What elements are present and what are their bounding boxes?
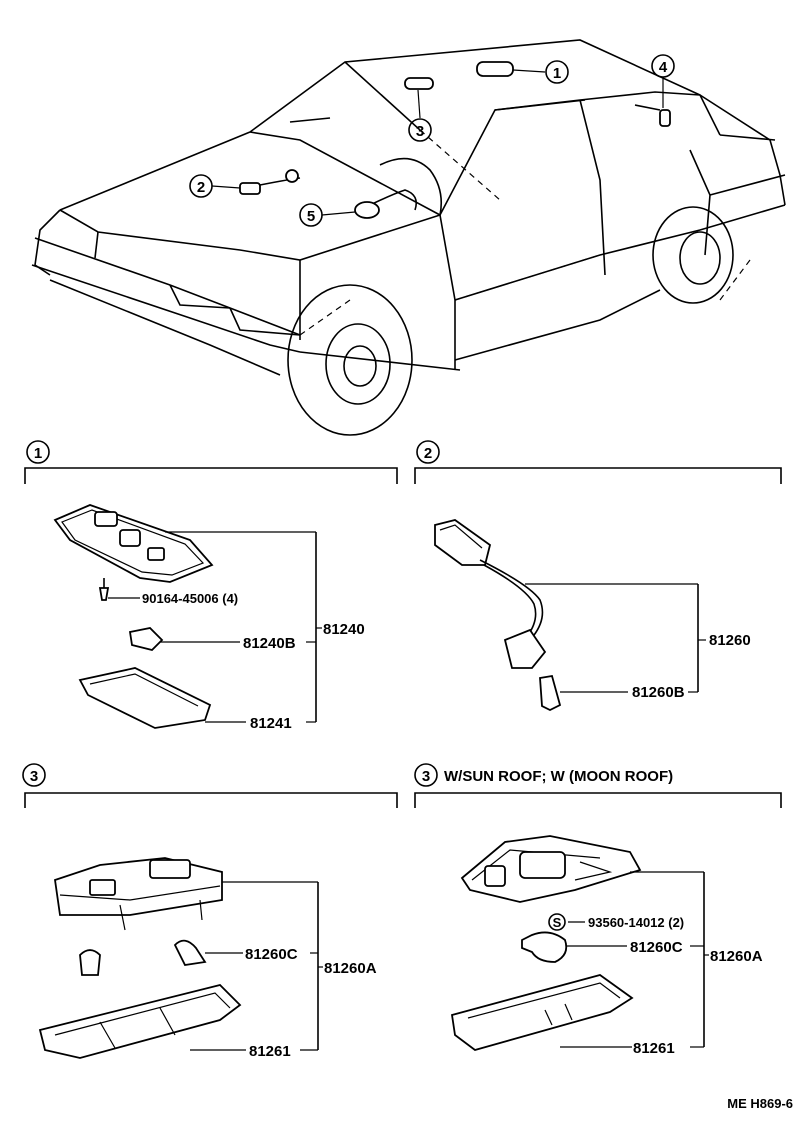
part-label: 5 [307,208,315,225]
callout-3: 3 [408,89,432,142]
part-label: 81260A [710,948,763,965]
part-label: 2 [197,179,205,196]
part-label: 81260 [709,632,751,649]
part-label: 81260B [632,684,685,701]
section-1: 1 90164-45006 (4) 81240B 81240 81241 [24,440,398,732]
callout-4: 4 [651,54,675,108]
callout-2: 2 [189,174,241,198]
section-3-standard: 3 81260C 81260A 81261 [22,763,398,1060]
section-3-sunroof-title: W/SUN ROOF; W (MOON ROOF) [444,768,673,785]
part-label: 2 [424,445,432,462]
part-label: 4 [659,59,668,76]
part-label: 90164-45006 (4) [142,591,238,606]
car-illustration [31,39,786,436]
part-label: 81240B [243,635,296,652]
car-part-markers [239,61,671,219]
section-3-sunroof: 3 W/SUN ROOF; W (MOON ROOF) S 93560-1401… [414,763,782,1057]
diagram-code: ME H869-6 [727,1096,793,1111]
part-label: 3 [422,768,430,785]
part-label: 3 [416,123,424,140]
part-label: 3 [30,768,38,785]
callout-5: 5 [299,203,356,227]
part-label: 1 [34,445,42,462]
part-label: 81260C [630,939,683,956]
part-label: 81240 [323,621,365,638]
section-2: 2 81260 81260B [414,440,782,712]
part-label: 81261 [633,1040,675,1057]
part-label: 93560-14012 (2) [588,915,684,930]
callout-1: 1 [512,60,569,84]
part-label: 81241 [250,715,292,732]
part-label: 1 [553,65,561,82]
part-label: 81260A [324,960,377,977]
part-label: S [553,915,562,930]
part-label: 81261 [249,1043,291,1060]
part-label: 81260C [245,946,298,963]
